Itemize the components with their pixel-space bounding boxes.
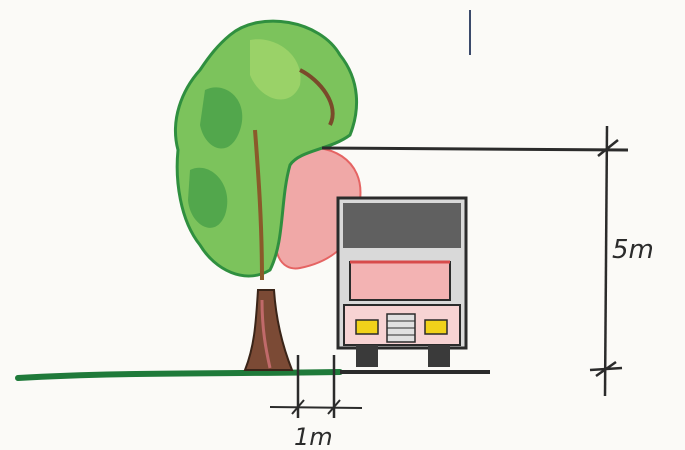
wheel-right [428,345,450,367]
truck-icon [338,198,466,367]
headlight-left [356,320,378,334]
ground-line [18,372,490,378]
wheel-left [356,345,378,367]
headlight-right [425,320,447,334]
clearance-top-line [322,148,628,150]
offset-label: 1m [294,423,333,450]
tree-icon [175,21,360,370]
height-label: 5m [612,235,654,265]
